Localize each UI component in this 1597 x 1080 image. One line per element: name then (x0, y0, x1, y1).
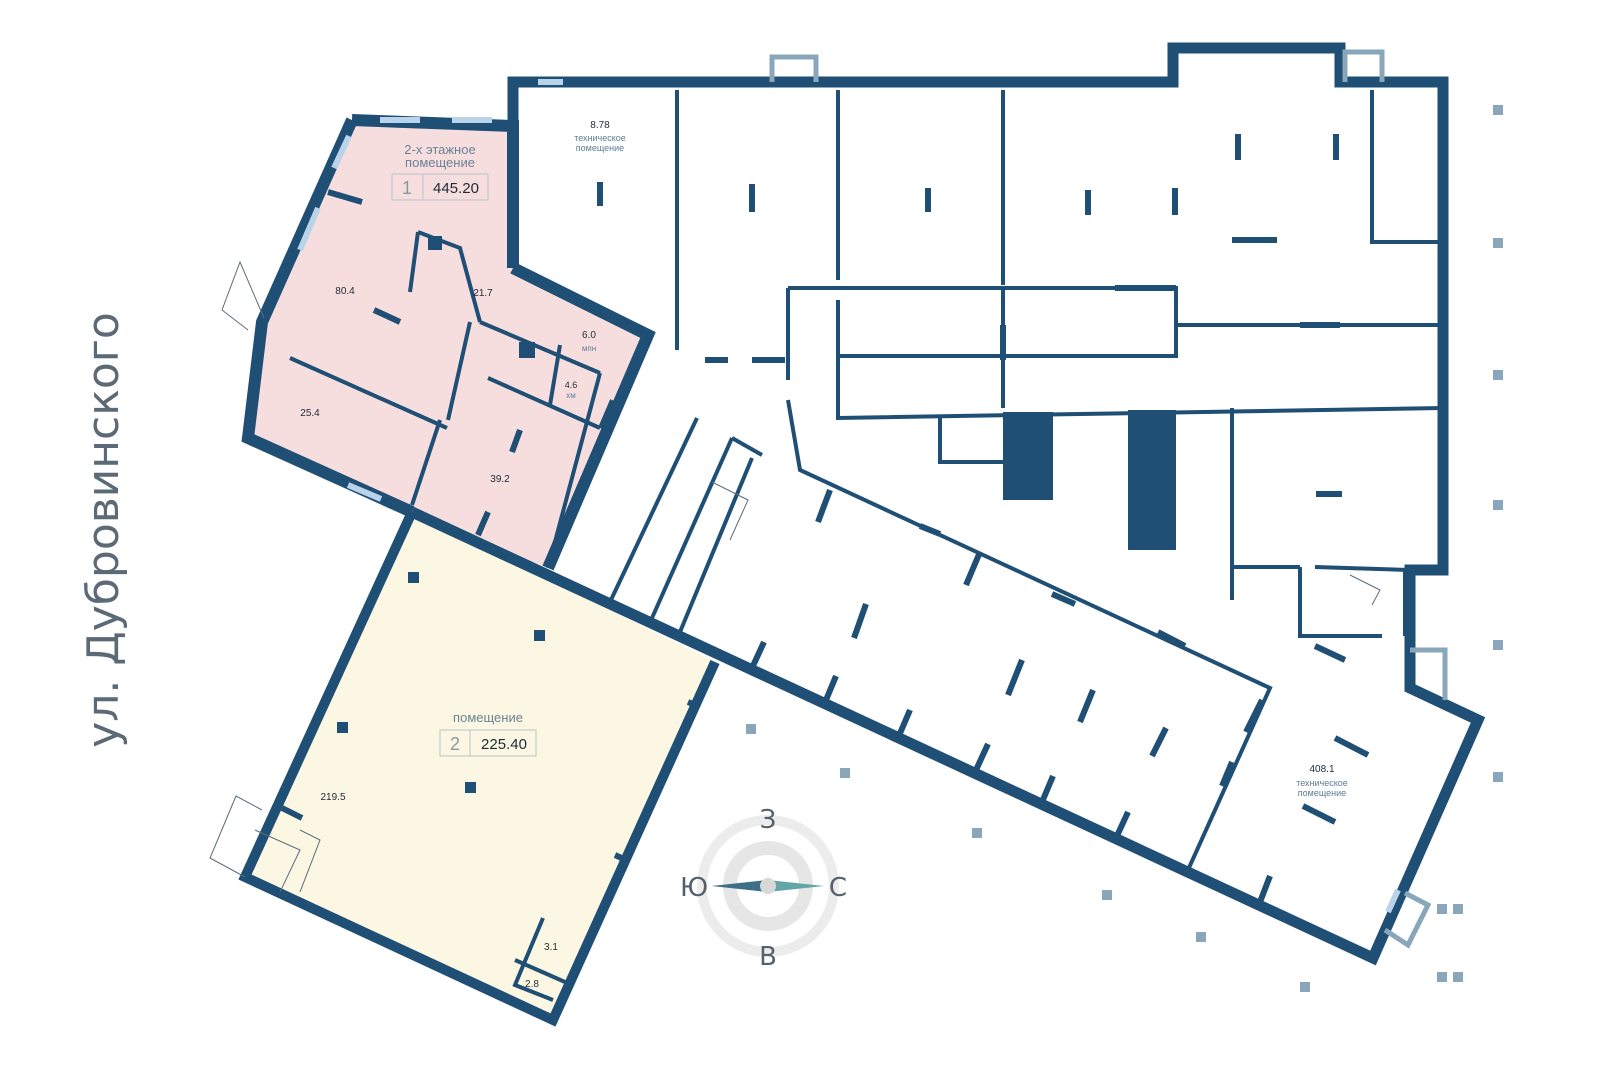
unit-1-number: 1 (402, 178, 412, 198)
unit-1-title-line2: помещение (405, 155, 475, 170)
room-area-28: 2.8 (525, 979, 539, 990)
room-area-31: 3.1 (544, 942, 558, 953)
unit-2-area: 225.40 (481, 736, 527, 753)
unit-1-title-line1: 2-х этажное (404, 142, 475, 157)
room-area-39: 39.2 (490, 474, 510, 485)
room-area-21: 21.7 (473, 288, 493, 299)
porches (209, 49, 1448, 949)
unit-1-area: 445.20 (433, 180, 479, 197)
street-label: ул. Дубровинского (78, 312, 129, 748)
room-area-25: 25.4 (300, 408, 320, 419)
tech-room-2-line2: помещение (1298, 788, 1346, 798)
tech-room-1-area: 8.78 (590, 120, 610, 131)
main-interior-walls (546, 90, 1444, 904)
compass-north: З (760, 805, 777, 835)
room-sub-6: мпн (582, 344, 596, 353)
room-area-6: 6.0 (582, 330, 596, 341)
room-labels: 80.4 21.7 6.0 мпн 4.6 хм 25.4 39.2 219.5… (300, 120, 1348, 990)
compass: З В Ю С (680, 805, 847, 972)
room-area-80: 80.4 (335, 286, 355, 297)
unit-2-title: помещение (453, 710, 523, 725)
site-markers (746, 105, 1503, 992)
unit-1-label[interactable]: 2-х этажное помещение 1 445.20 (391, 142, 489, 201)
compass-west: Ю (680, 873, 708, 903)
unit-2-area[interactable] (245, 512, 715, 1020)
room-area-46: 4.6 (565, 380, 578, 390)
room-sub-46: хм (566, 391, 576, 400)
unit-1-interior-walls (289, 189, 614, 537)
tech-room-1-line1: техническое (574, 133, 626, 143)
tech-room-1-line2: помещение (576, 143, 624, 153)
tech-room-2-line1: техническое (1296, 778, 1348, 788)
outer-walls (238, 42, 1486, 1027)
tech-room-2-area: 408.1 (1309, 764, 1334, 775)
unit-2-number: 2 (450, 734, 460, 754)
compass-east: С (829, 873, 847, 903)
unit-2-label[interactable]: помещение 2 225.40 (439, 710, 537, 757)
unit-2-interior-walls (254, 572, 697, 1002)
unit-1-area[interactable] (248, 122, 648, 568)
compass-south: В (759, 942, 777, 972)
room-area-219: 219.5 (320, 792, 345, 803)
windows (297, 79, 1401, 914)
